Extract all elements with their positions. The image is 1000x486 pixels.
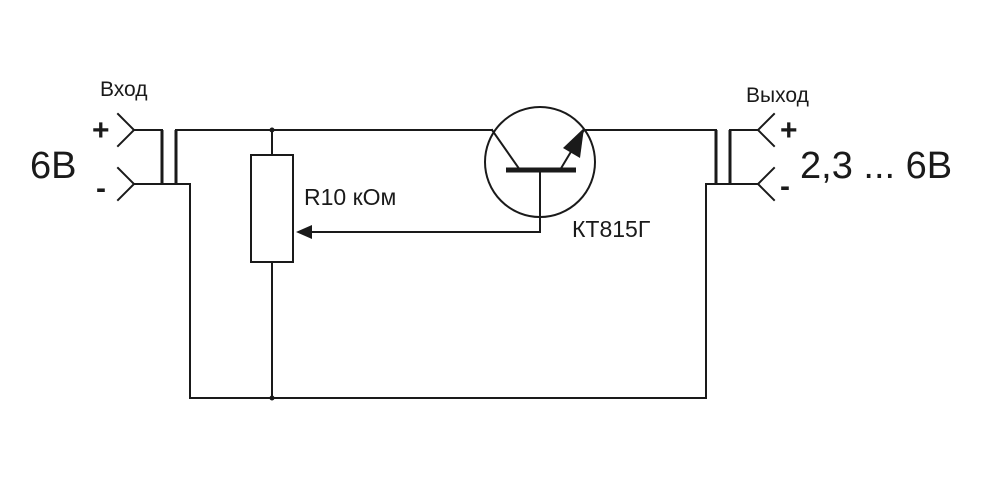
transistor-envelope — [484, 106, 596, 218]
output-connector: Выход + - 2,3 ... 6В — [705, 84, 952, 203]
output-title: Выход — [746, 84, 809, 107]
input-plus-sign: + — [92, 114, 110, 147]
potentiometer: R10 кОм — [250, 154, 396, 263]
transistor: КТ815Г — [484, 106, 651, 242]
output-voltage: 2,3 ... 6В — [800, 145, 952, 187]
ground-rail-wire — [189, 183, 707, 399]
output-minus-sign: - — [780, 170, 790, 203]
junction-dot-bottom — [269, 395, 275, 401]
wiring — [175, 129, 717, 399]
resistor-label: R10 кОм — [304, 184, 396, 210]
input-connector: Вход + - 6В — [30, 78, 191, 205]
input-minus-terminal-icon — [116, 166, 136, 202]
base-wire — [299, 169, 541, 233]
wiper-arrow-icon — [296, 225, 312, 239]
input-title: Вход — [100, 78, 148, 101]
input-plus-terminal-icon — [116, 112, 136, 148]
transistor-collector-lead — [490, 128, 522, 172]
emitter-arrow-icon — [563, 128, 584, 158]
input-minus-sign: - — [96, 172, 106, 205]
input-voltage: 6В — [30, 145, 76, 187]
transistor-label: КТ815Г — [572, 216, 651, 242]
output-plus-sign: + — [780, 114, 798, 147]
output-plus-terminal-icon — [756, 112, 776, 148]
junction-dot-top — [269, 127, 275, 133]
output-minus-terminal-icon — [756, 166, 776, 202]
resistor-body — [250, 154, 294, 263]
